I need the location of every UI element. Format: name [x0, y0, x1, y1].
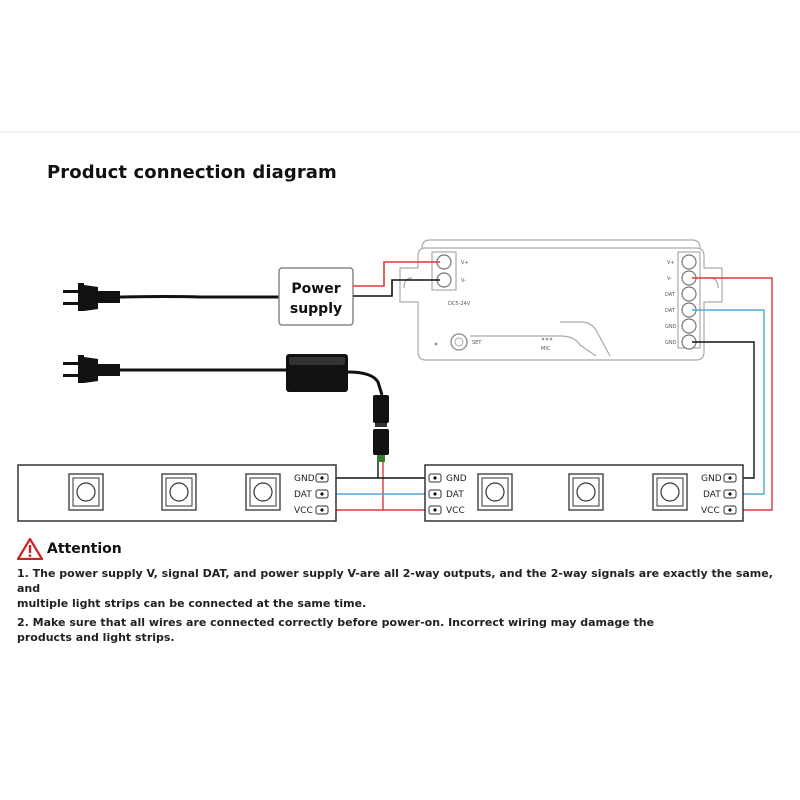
power-adapter: [286, 354, 389, 462]
ctrl-left-pin-2: V-: [461, 278, 466, 284]
attention-item-1-line-a: 1. The power supply V, signal DAT, and p…: [17, 567, 773, 595]
controller-mic: MIC: [541, 337, 553, 352]
attention-item-2: 2. Make sure that all wires are connecte…: [17, 615, 787, 645]
led-chip: [477, 473, 513, 511]
top-band: [0, 0, 800, 132]
ctrl-left-pin-1: V+: [461, 260, 469, 266]
ctrl-right-pin-6: GND: [665, 340, 677, 346]
attention-item-1-line-b: multiple light strips can be connected a…: [17, 597, 367, 610]
strip-right-in-vcc-label: VCC: [446, 506, 465, 516]
controller-unit: [399, 239, 723, 361]
wire-ctrl-blue-out: [692, 309, 765, 495]
wall-plug-top: [63, 283, 120, 311]
attention-item-2-line-b: products and light strips.: [17, 631, 175, 644]
strip-right-out-dat-label: DAT: [703, 490, 721, 500]
page-title: Product connection diagram: [47, 162, 337, 183]
warning-icon: [17, 538, 43, 560]
led-chip: [68, 473, 104, 511]
attention-item-1: 1. The power supply V, signal DAT, and p…: [17, 566, 787, 611]
strip-left-vcc-label: VCC: [294, 506, 313, 516]
led-chip: [161, 473, 197, 511]
controller-right-terminals: V+ V- DAT DAT GND GND: [665, 251, 701, 350]
wire-psu-red: [353, 261, 440, 287]
strip-left-gnd-label: GND: [294, 474, 315, 484]
cable-plug-top-to-psu: [119, 295, 280, 299]
led-strip-left: GND DAT VCC: [17, 464, 337, 522]
ctrl-right-pin-3: DAT: [665, 292, 676, 298]
strip-right-in-gnd-label: GND: [446, 474, 467, 484]
power-supply-box: Power supply: [278, 267, 354, 326]
strip-right-out-gnd-label: GND: [701, 474, 722, 484]
led-chip: [652, 473, 688, 511]
wire-ctrl-red-out: [692, 277, 773, 511]
wire-psu-black: [353, 279, 440, 297]
ctrl-right-pin-2: V-: [667, 276, 672, 282]
attention-heading: Attention: [47, 541, 122, 557]
ctrl-right-pin-1: V+: [667, 260, 675, 266]
mic-label: MIC: [541, 346, 551, 352]
ctrl-right-pin-4: DAT: [665, 308, 676, 314]
ctrl-side-label: DC5-24V: [448, 301, 471, 307]
wall-plug-bottom: [63, 355, 120, 383]
controller-set-button: SET: [434, 333, 482, 351]
controller-left-terminals: V+ V- DC5-24V: [431, 251, 471, 307]
set-label: SET: [472, 340, 482, 346]
attention-notice: Attention 1. The power supply V, signal …: [17, 538, 787, 645]
led-strip-right: GND DAT VCC GND DAT VCC: [424, 464, 744, 522]
attention-header: Attention: [17, 538, 787, 560]
wire-ctrl-black-out: [692, 341, 755, 479]
strip-right-out-vcc-label: VCC: [701, 506, 720, 516]
led-chip: [568, 473, 604, 511]
psu-label-line2: supply: [290, 301, 342, 317]
attention-item-2-line-a: 2. Make sure that all wires are connecte…: [17, 616, 655, 629]
strip-right-in-dat-label: DAT: [446, 490, 464, 500]
psu-label-line1: Power: [291, 281, 340, 297]
top-divider: [0, 131, 800, 133]
strip-left-dat-label: DAT: [294, 490, 312, 500]
ctrl-right-pin-5: GND: [665, 324, 677, 330]
led-chip: [245, 473, 281, 511]
